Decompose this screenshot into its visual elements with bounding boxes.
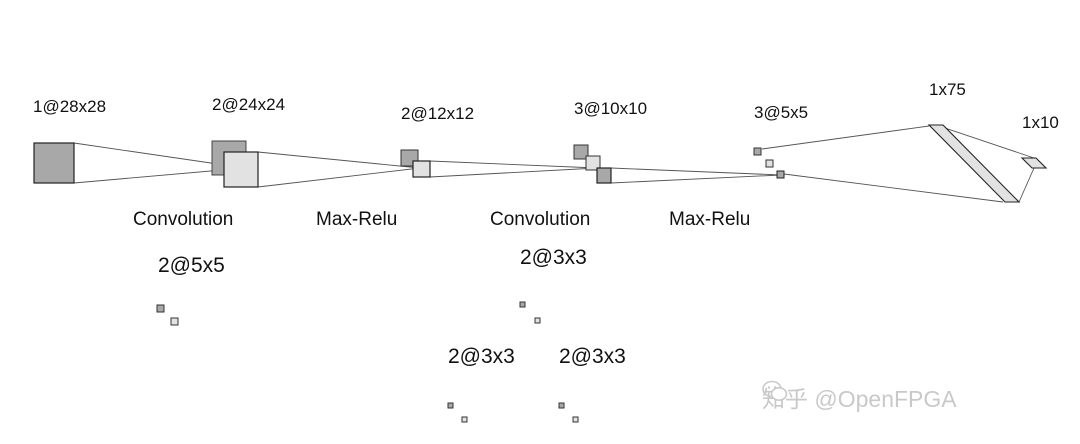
operation-label-max-relu-2: Max-Relu	[669, 209, 751, 230]
watermark-text: 知乎 @OpenFPGA	[762, 386, 957, 412]
kernel2-square-2	[534, 317, 541, 324]
pool2-feature-map-3	[776, 170, 785, 179]
pool2-feature-map-1	[753, 147, 762, 156]
conv2-shape-label: 3@10x10	[574, 99, 648, 118]
kernel1-square-2	[170, 317, 179, 326]
watermark: 知乎 @OpenFPGA	[762, 380, 957, 414]
kernel2-square-1	[519, 301, 526, 308]
pool2-shape-label: 3@5x5	[754, 103, 809, 122]
connection-lines	[73, 125, 1035, 203]
pool2-feature-map-2	[765, 159, 774, 168]
kernel4-square-2	[572, 416, 579, 423]
fc1-shape-label: 1x75	[929, 80, 966, 99]
conv2-feature-map-3	[596, 167, 612, 184]
pool1-shape-label: 2@12x12	[401, 104, 475, 123]
conv1-feature-map-2	[223, 151, 259, 188]
kernel1-square-1	[156, 304, 165, 313]
operation-label-convolution-1: Convolution	[133, 209, 234, 230]
kernel-label-4: 2@3x3	[559, 345, 626, 368]
input-shape-label: 1@28x28	[33, 97, 107, 116]
operation-label-convolution-2: Convolution	[490, 209, 591, 230]
fc1-vector	[927, 124, 1021, 203]
kernel-label-3: 2@3x3	[448, 345, 515, 368]
wechat-icon	[762, 380, 788, 401]
conv1-shape-label: 2@24x24	[212, 95, 286, 114]
kernel3-square-1	[447, 402, 454, 409]
operation-label-max-relu-1: Max-Relu	[316, 209, 398, 230]
kernel-label-1: 2@5x5	[158, 254, 225, 277]
conv2-feature-map-1	[573, 144, 589, 160]
kernel4-square-1	[558, 402, 565, 409]
conv2-feature-map-2	[585, 155, 601, 171]
fc2-vector	[1020, 157, 1048, 169]
fc2-shape-label: 1x10	[1022, 113, 1059, 132]
input-feature-map	[33, 142, 75, 184]
pool1-feature-map-2	[412, 160, 431, 178]
kernel3-square-2	[461, 416, 468, 423]
kernel-label-2: 2@3x3	[520, 246, 587, 269]
